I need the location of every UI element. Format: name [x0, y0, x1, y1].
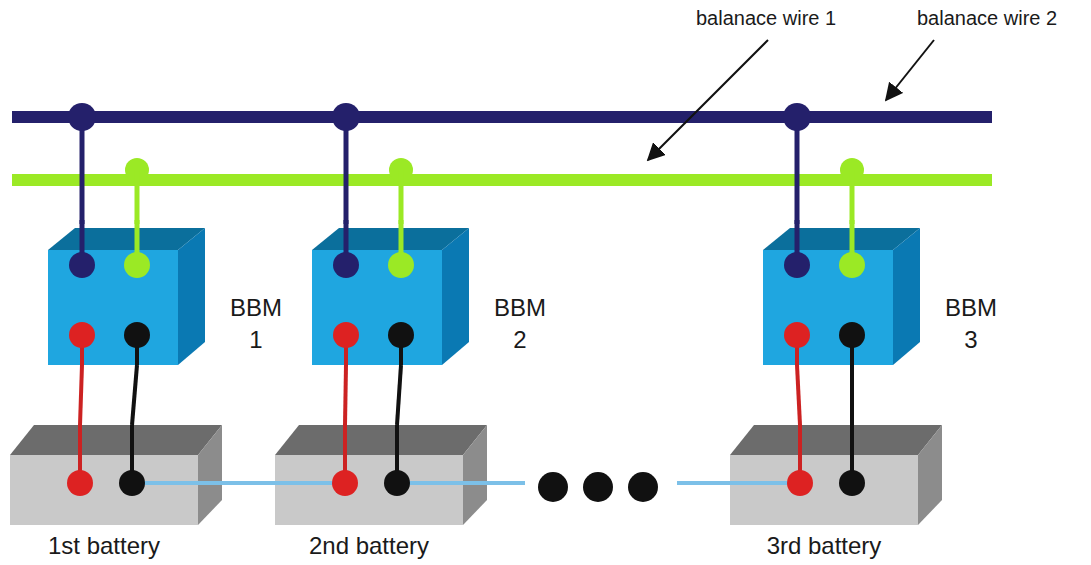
battery-label: 1st battery	[10, 533, 198, 559]
battery-label: 2nd battery	[275, 533, 463, 559]
bbm-front-face	[763, 250, 893, 365]
drop-wire	[399, 170, 404, 224]
module-label: BBM 1	[230, 292, 282, 356]
battery: 1st battery	[10, 425, 222, 561]
terminal	[333, 252, 359, 278]
bbm-side-face	[178, 228, 205, 365]
bbm-top-face	[312, 228, 469, 250]
battery-front-face	[10, 455, 198, 525]
bbm-side-face	[442, 228, 469, 365]
lead-wire	[80, 365, 82, 425]
ellipsis-dot	[583, 472, 613, 502]
terminal	[333, 322, 359, 348]
terminal	[388, 322, 414, 348]
series-link	[487, 481, 730, 485]
leader-arrow	[886, 40, 934, 100]
junction-dot	[783, 103, 811, 131]
ellipsis-dot	[538, 472, 568, 502]
bbm-side-face	[893, 228, 920, 365]
terminal	[124, 322, 150, 348]
module-label: BBM 2	[494, 292, 546, 356]
terminal	[839, 252, 865, 278]
leader-arrow	[648, 40, 768, 160]
battery-shape	[275, 425, 487, 525]
negative-terminal	[119, 470, 145, 496]
module-box-shape	[755, 220, 925, 370]
series-link	[132, 481, 222, 485]
battery-front-face	[275, 455, 463, 525]
junction-dot	[332, 103, 360, 131]
drop-wire	[135, 170, 140, 224]
drop-wire	[795, 117, 800, 224]
balance-module: BBM 2	[304, 220, 552, 365]
negative-terminal	[839, 470, 865, 496]
negative-terminal	[384, 470, 410, 496]
positive-terminal	[787, 470, 813, 496]
balance-module: BBM 1	[40, 220, 288, 365]
positive-terminal	[67, 470, 93, 496]
drop-wire	[850, 170, 855, 224]
series-link	[397, 481, 487, 485]
series-link	[222, 481, 275, 485]
positive-terminal	[332, 470, 358, 496]
lead-wire	[797, 365, 800, 425]
battery-side-face	[918, 425, 942, 525]
terminal	[784, 252, 810, 278]
drop-wire	[344, 117, 349, 224]
module-box-shape	[304, 220, 474, 370]
bbm-front-face	[312, 250, 442, 365]
battery-side-face	[463, 425, 487, 525]
wire-label: balanace wire 1	[694, 6, 838, 30]
junction-dot	[68, 103, 96, 131]
terminal	[124, 252, 150, 278]
lead-wire	[850, 365, 854, 425]
bbm-front-face	[48, 250, 178, 365]
battery-front-face	[730, 455, 918, 525]
lead-wire	[345, 365, 346, 425]
bbm-top-face	[763, 228, 920, 250]
lead-wire	[397, 365, 401, 425]
balance-module: BBM 3	[755, 220, 1003, 365]
battery: 2nd battery	[275, 425, 487, 561]
battery-shape	[730, 425, 942, 525]
drop-wire	[80, 117, 85, 224]
balance-wire-navy	[12, 111, 992, 123]
terminal	[784, 322, 810, 348]
battery-top-face	[730, 425, 942, 455]
wire-label: balanace wire 2	[915, 6, 1059, 30]
lead-wire	[132, 365, 137, 425]
ellipsis-dot	[628, 472, 658, 502]
module-label: BBM 3	[945, 292, 997, 356]
battery-top-face	[275, 425, 487, 455]
battery-label: 3rd battery	[730, 533, 918, 559]
terminal	[388, 252, 414, 278]
terminal	[69, 252, 95, 278]
terminal	[839, 322, 865, 348]
module-box-shape	[40, 220, 210, 370]
battery-top-face	[10, 425, 222, 455]
battery-side-face	[198, 425, 222, 525]
battery-shape	[10, 425, 222, 525]
terminal	[69, 322, 95, 348]
bbm-top-face	[48, 228, 205, 250]
battery: 3rd battery	[730, 425, 942, 561]
